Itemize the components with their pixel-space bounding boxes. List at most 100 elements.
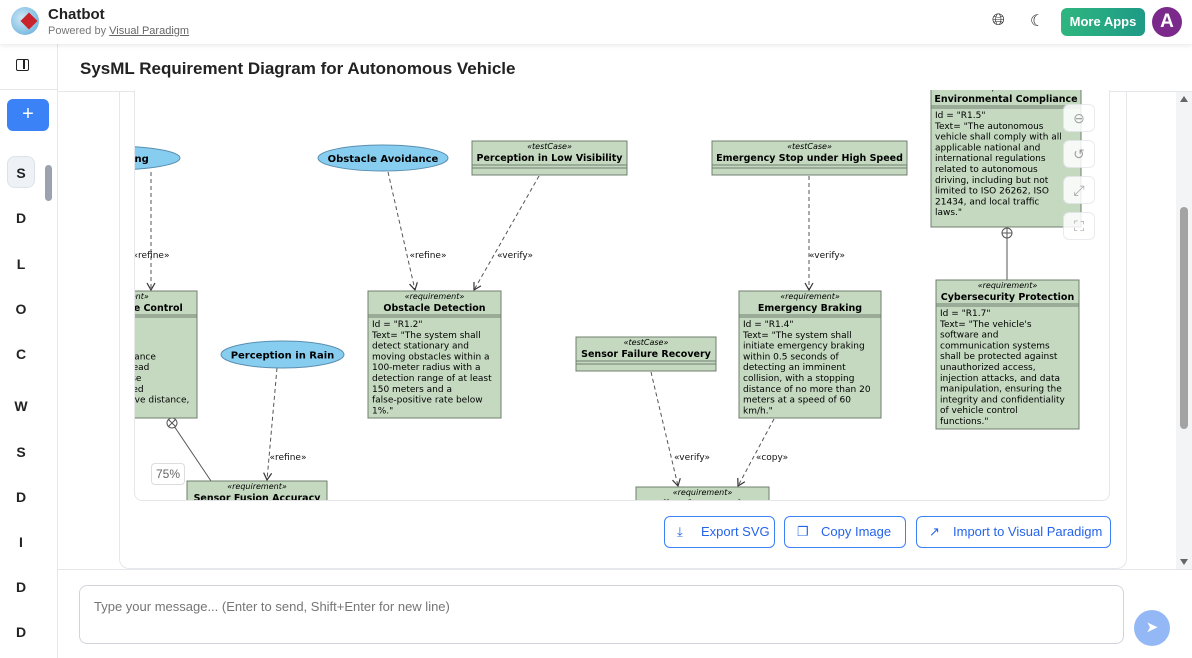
sidebar-item[interactable]: I <box>19 534 23 550</box>
main-scrollbar[interactable] <box>1176 92 1192 569</box>
usecase-node[interactable]: Lane Keeping <box>135 146 181 170</box>
stereotype: «requirement» <box>227 482 287 491</box>
usecase-node[interactable]: Perception in Rain <box>220 340 345 369</box>
dependency-label: «refine» <box>410 251 447 261</box>
requirement-text-line: is on, adjusting speed <box>135 385 144 395</box>
requirement-text-line: of vehicle control <box>940 406 1018 416</box>
usecase-node[interactable]: Obstacle Avoidance <box>317 144 449 172</box>
requirement-text-line: 100-meter radius with a <box>372 363 481 373</box>
requirement-node[interactable]: «requirement»Cybersecurity ProtectionId … <box>935 279 1080 430</box>
requirement-text-line: limited to ISO 26262, ISO <box>935 187 1049 197</box>
import-label: Import to Visual Paradigm <box>953 524 1103 539</box>
node-name: Sensor Fusion Accuracy <box>194 493 322 501</box>
diagram-card <box>119 92 1127 569</box>
requirement-text-line: km/h." <box>743 406 773 416</box>
stereotype: «requirement» <box>405 292 465 301</box>
scroll-thumb[interactable] <box>1180 207 1188 429</box>
fullscreen-icon[interactable]: ⛶ <box>1063 212 1095 240</box>
more-apps-button[interactable]: More Apps <box>1061 8 1145 36</box>
copy-image-label: Copy Image <box>821 524 892 539</box>
fit-icon[interactable]: ⤢ <box>1063 176 1095 204</box>
sidebar-item[interactable]: O <box>15 301 27 317</box>
requirement-node[interactable]: «requirement»Adaptive Cruise ControlThe … <box>135 290 198 419</box>
stereotype: «testCase» <box>624 338 669 347</box>
node-box <box>471 140 628 176</box>
sidebar-toggle-icon[interactable] <box>16 59 29 71</box>
zoom-level: 75% <box>151 463 185 485</box>
requirement-text-line: 150 meters and a <box>372 385 452 395</box>
requirement-text-line: vehicle shall comply with all <box>935 133 1062 143</box>
send-icon[interactable]: ➤ <box>1134 610 1170 646</box>
sidebar-scrollbar[interactable] <box>45 165 52 201</box>
requirement-text-line: Id = "R1.2" <box>372 320 422 330</box>
moon-icon[interactable]: ☾ <box>1030 13 1045 30</box>
powered-prefix: Powered by <box>48 25 110 37</box>
requirement-text-line: international regulations <box>935 154 1046 164</box>
page-header: SysML Requirement Diagram for Autonomous… <box>58 44 1192 92</box>
top-bar: Chatbot Powered by Visual Paradigm 🌐︎ ☾ … <box>0 0 1192 44</box>
requirement-text-line: related to autonomous <box>935 165 1038 175</box>
copy-image-button[interactable]: ❐Copy Image <box>784 516 906 548</box>
sidebar-item[interactable]: W <box>14 398 28 414</box>
scroll-down-icon[interactable] <box>1180 559 1188 565</box>
globe-icon[interactable]: 🌐︎ <box>992 12 1005 29</box>
stereotype: «testCase» <box>527 142 572 151</box>
requirement-text-line: driving, including but not <box>935 176 1049 186</box>
requirement-node[interactable]: «requirement»Fail-Safe Operation <box>635 486 770 501</box>
export-svg-button[interactable]: ⤓Export SVG <box>664 516 775 548</box>
sidebar-item[interactable]: S <box>7 156 35 188</box>
requirement-text-line: to keep a safe relative distance, <box>135 396 189 406</box>
visual-paradigm-link[interactable]: Visual Paradigm <box>109 25 190 37</box>
sidebar-item[interactable]: D <box>15 579 27 595</box>
requirement-text-line: 1%." <box>372 406 393 416</box>
requirement-node[interactable]: «requirement» Sensor Fusion Accuracy <box>186 480 328 501</box>
requirement-text-line: integrity and confidentiality <box>940 395 1066 405</box>
sidebar-item[interactable]: C <box>15 346 27 362</box>
app-title: Chatbot <box>48 6 105 23</box>
sidebar-item[interactable]: L <box>16 256 26 272</box>
dependency-line <box>650 371 681 488</box>
zoom-out-icon[interactable]: ⊖ <box>1063 104 1095 132</box>
download-icon: ⤓ <box>677 524 683 539</box>
sidebar-item[interactable]: D <box>15 489 27 505</box>
node-box <box>186 480 328 500</box>
sidebar-item[interactable]: S <box>16 444 26 460</box>
import-visual-paradigm-button[interactable]: ↗Import to Visual Paradigm <box>916 516 1111 548</box>
node-name: Environmental Compliance <box>934 94 1077 105</box>
sidebar: + S D L O C W S D I D D <box>0 44 58 658</box>
dependency-label: «copy» <box>756 453 788 463</box>
containment-line <box>171 422 212 482</box>
composer: ➤ <box>58 569 1192 658</box>
testCase-node[interactable]: «testCase»Sensor Failure Recovery <box>575 336 717 372</box>
sidebar-item[interactable]: D <box>15 210 27 226</box>
requirement-text-line: Text= "The autonomous <box>934 122 1044 132</box>
diagram-canvas[interactable]: «refine»«refine»«verify»«verify»«refine»… <box>134 90 1110 501</box>
requirement-text-line: shall be protected against <box>940 352 1058 362</box>
requirement-text-line: 21434, and local traffic <box>935 197 1039 207</box>
avatar[interactable]: A <box>1152 7 1182 37</box>
scroll-up-icon[interactable] <box>1180 96 1188 102</box>
testCase-node[interactable]: «testCase»Emergency Stop under High Spee… <box>711 140 908 176</box>
usecase-name: Lane Keeping <box>135 154 149 165</box>
dependency-line <box>263 367 278 482</box>
usecase-ellipse <box>135 146 181 170</box>
testCase-node[interactable]: «testCase»Perception in Low Visibility <box>471 140 628 176</box>
requirement-text-line: functions." <box>940 417 988 427</box>
requirement-text-line: software and <box>940 331 998 341</box>
message-input[interactable] <box>79 585 1124 644</box>
requirement-text-line: Text= "The system shall <box>371 331 481 341</box>
requirement-text-line: detecting an imminent <box>743 363 846 373</box>
requirement-node[interactable]: «requirement»Environmental ComplianceId … <box>930 90 1082 228</box>
reset-icon[interactable]: ↺ <box>1063 140 1095 168</box>
sidebar-item[interactable]: D <box>15 624 27 640</box>
stereotype: «requirement» <box>673 488 733 497</box>
node-box <box>575 336 717 372</box>
new-chat-button[interactable]: + <box>7 99 49 131</box>
dependency-label: «refine» <box>135 251 169 261</box>
requirement-text-line: initiate emergency braking <box>743 342 865 352</box>
requirement-text-line: from the vehicle ahead <box>135 363 149 373</box>
requirement-text-line: manipulation, ensuring the <box>940 385 1062 395</box>
containment-cross <box>168 419 176 427</box>
